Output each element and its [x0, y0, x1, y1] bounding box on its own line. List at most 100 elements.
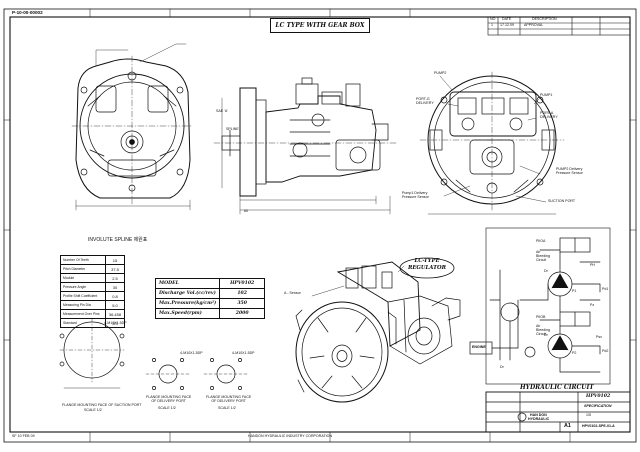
side-view-label: SAE 'A' — [216, 109, 228, 113]
spline-label: Number Of Teeth — [60, 255, 106, 265]
spline-label: Measuring Pin Dia — [60, 300, 106, 310]
flange-faces — [59, 317, 249, 390]
rear-view-label-pump1-sensor: Pump1 Delivery Pressure Sensor — [402, 191, 429, 199]
sensor-label: A - Sensor — [284, 291, 301, 295]
model-label: Max.Speed(rpm) — [154, 308, 221, 319]
hydraulic-circuit-label: HYDRAULIC CIRCUIT — [520, 384, 594, 391]
revision-row-description: APPROVAL — [524, 23, 544, 27]
circuit-label-pilot-a: PIlOA — [536, 239, 546, 243]
rear-view-label-pump2-sensor: PUMP2 Delivery Pressure Sensor — [556, 167, 583, 175]
model-value: HPV0102 — [219, 278, 266, 289]
flange-note: 4-M10X1.5DP — [232, 351, 255, 355]
inner-border — [9, 16, 631, 433]
table-row: Max.Pressure(kg/cm²)350 — [154, 298, 266, 309]
circuit-label-pz: Pz — [590, 303, 595, 307]
spline-value: JIS — [105, 318, 125, 328]
isometric-pump — [295, 261, 461, 403]
revision-block — [487, 16, 631, 36]
spline-label: Measurement Over Pins — [60, 309, 106, 319]
flange-caption: FLANGE MOUNTING FACE OF DELIVERY PORT — [206, 395, 252, 403]
table-row: Discharge Vol.(cc/rev)102 — [154, 288, 266, 299]
flange-note: 4-M10X1.5DP — [104, 321, 127, 325]
footer-left: SF 10 FEB 09 — [12, 434, 35, 438]
spline-label: Pitch Diameter — [60, 264, 106, 274]
spline-label: Pressure Angle — [60, 282, 106, 292]
spline-value: 0.8 — [105, 291, 125, 301]
model-value: 102 — [219, 288, 266, 299]
spline-value: 5.0 — [105, 300, 125, 310]
title-block-company-1: HAN DON — [530, 413, 547, 417]
rear-view-label-pump1: PUMP1 — [540, 93, 553, 97]
outer-border — [3, 8, 637, 443]
rear-view-label-port-a: PORT-A DELIVERY — [540, 111, 558, 119]
regulator-label: LC-TYPE REGULATOR — [407, 258, 447, 271]
rear-view — [419, 71, 565, 215]
flange-note: 4-M10X1.5DP — [180, 351, 203, 355]
revision-row-date: 17.12.09 — [500, 23, 514, 27]
revision-header-no: NO — [490, 17, 496, 21]
corner-stamp: P-10-00-00002 — [12, 10, 43, 15]
spline-label: Profile Shift Coefficient — [60, 291, 106, 301]
model-label: MODEL — [154, 278, 221, 289]
regulator-callout — [399, 257, 455, 279]
title-block — [485, 391, 631, 433]
rear-view-label-suction: SUCTION PORT — [548, 199, 576, 203]
circuit-label-air-bleed: Air Bleeding Circuit — [536, 250, 550, 262]
title-block-company-2: HYDRAULIC — [528, 417, 550, 421]
circuit-label-engine: ENGINE — [472, 345, 486, 349]
side-view-label: SPLINE — [226, 127, 239, 131]
circuit-label-pd1: Pd1 — [602, 287, 609, 291]
rear-view-label-port-g: PORT-G DELIVERY — [416, 97, 434, 105]
side-view — [213, 77, 397, 215]
table-row: Max.Speed(rpm)2000 — [154, 308, 266, 319]
spline-value: 30 — [105, 282, 125, 292]
border-ticks — [3, 8, 637, 443]
model-value: 350 — [219, 298, 266, 309]
flange-scale: SCALE 1/2 — [84, 408, 102, 412]
circuit-label-pilot-b: PIlOB — [536, 315, 546, 319]
revision-header-description: DESCRIPTION — [532, 17, 557, 21]
model-value: 2000 — [219, 308, 266, 319]
circuit-label-dr: Dr — [500, 365, 504, 369]
circuit-label-air-bleed: Air Bleeding Circuit — [536, 324, 550, 336]
hydraulic-circuit — [469, 227, 611, 385]
spline-value: 36.458 — [105, 309, 125, 319]
revision-header-date: DATE — [502, 17, 512, 21]
spline-label: Standard — [60, 318, 106, 328]
flange-caption: FLANGE MOUNTING FACE OF SUCTION PORT — [62, 403, 142, 407]
model-label: Max.Pressure(kg/cm²) — [154, 298, 221, 309]
circuit-label-p2: P2 — [572, 351, 577, 355]
circuit-label-pd2: Pd2 — [602, 349, 609, 353]
circuit-label-psv: Psv — [596, 335, 602, 339]
circuit-label-ph: PH — [590, 263, 595, 267]
circuit-label-p1: P1 — [572, 289, 577, 293]
circuit-label-dr: Dr — [544, 269, 548, 273]
spline-value: 37.5 — [105, 264, 125, 274]
flange-scale: SCALE 1/2 — [158, 406, 176, 410]
title-block-sheet-size: A1 — [564, 423, 571, 429]
spline-label: Module — [60, 273, 106, 283]
front-view — [71, 43, 193, 211]
circuit-label-dr: Dr — [544, 333, 548, 337]
flange-scale: SCALE 1/2 — [218, 406, 236, 410]
title-block-model: HPV0102 — [586, 394, 611, 399]
spline-value: 15 — [105, 255, 125, 265]
side-view-label: 60 — [244, 209, 248, 213]
title-block-scale: 1/5 — [586, 413, 591, 417]
spline-table-title: INVOLUTE SPLINE 제원표 — [88, 237, 148, 243]
model-label: Discharge Vol.(cc/rev) — [154, 288, 221, 299]
title-block-doc-type: SPECIFICATION — [584, 404, 612, 408]
spline-value: 2.5 — [105, 273, 125, 283]
drawing-title: LC TYPE WITH GEAR BOX — [270, 18, 370, 33]
